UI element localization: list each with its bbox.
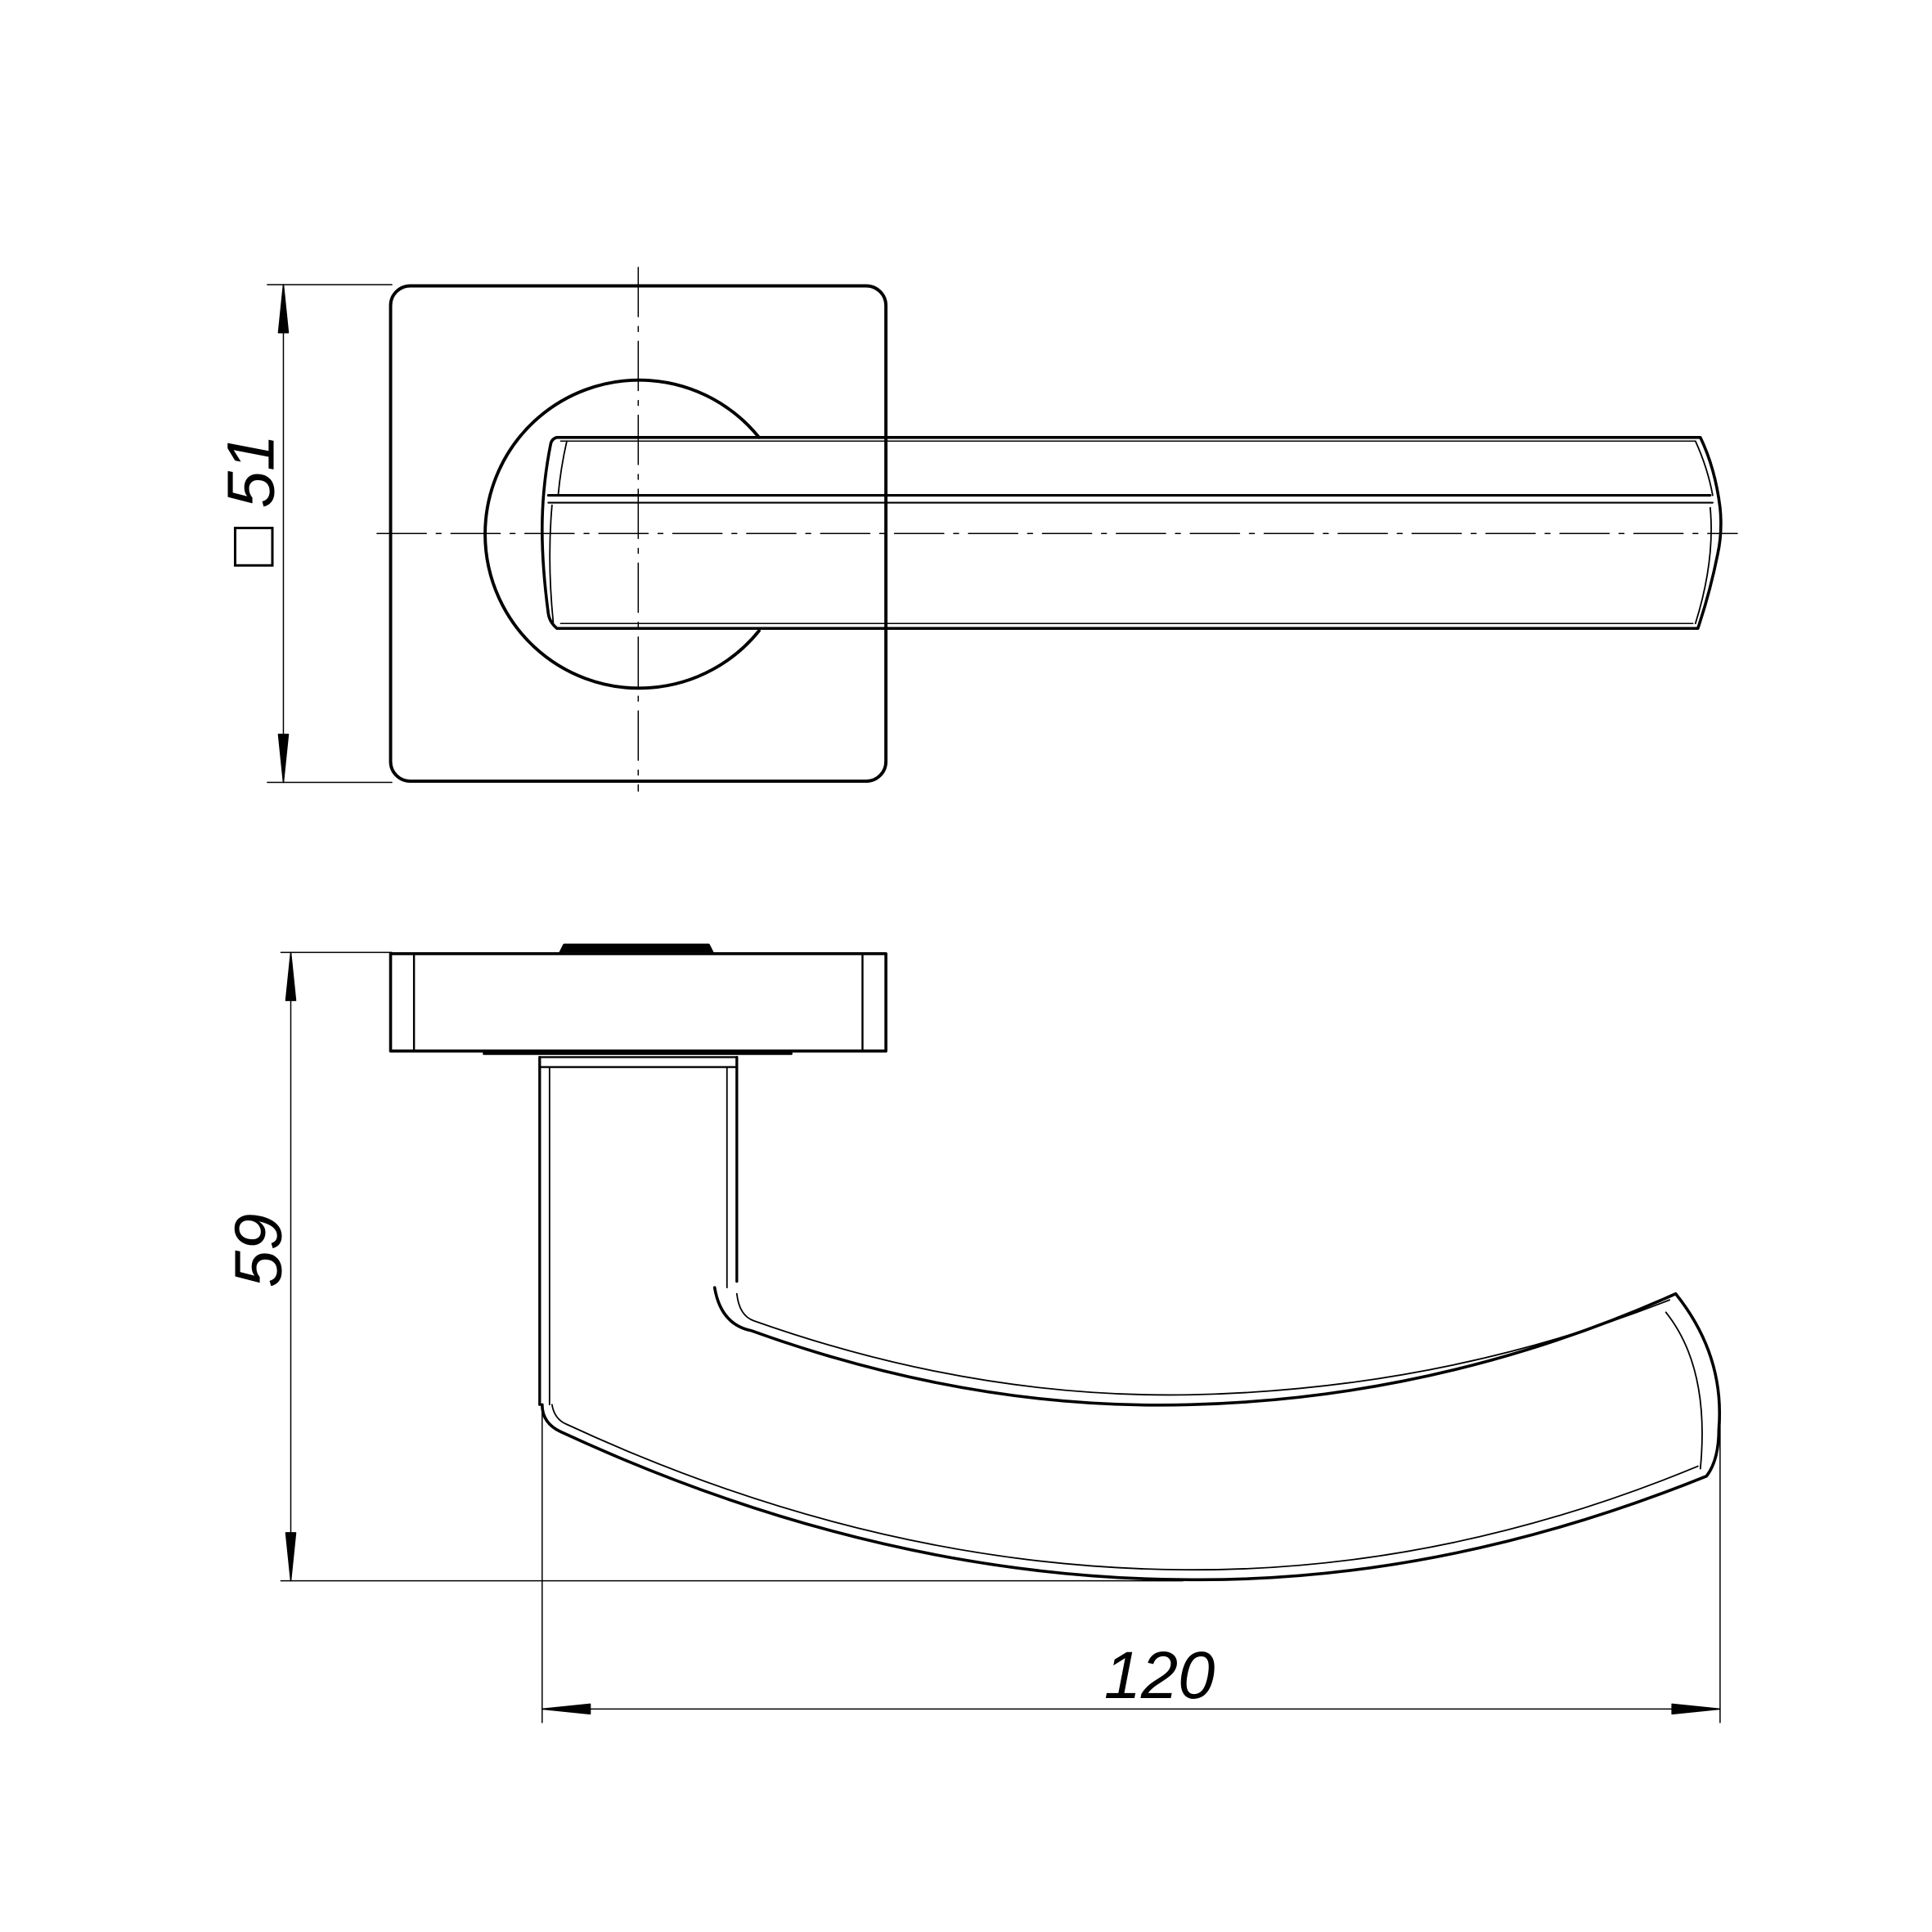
dimension-label-length: 120 [1104, 1638, 1215, 1713]
lever-profile [540, 1286, 1721, 1582]
rosette-plate [389, 952, 887, 1053]
dimension-label-rosette: □ 51 [213, 434, 288, 567]
dimension-length [541, 1404, 1721, 1723]
dimension-rosette [267, 284, 393, 784]
round-base [483, 378, 761, 690]
lever-top-outline [540, 435, 1723, 631]
side-view [280, 943, 1721, 1723]
front-view [267, 267, 1738, 792]
center-lines [376, 267, 1738, 792]
dimension-height [280, 951, 1184, 1582]
dimension-label-height: 59 [221, 1214, 295, 1287]
